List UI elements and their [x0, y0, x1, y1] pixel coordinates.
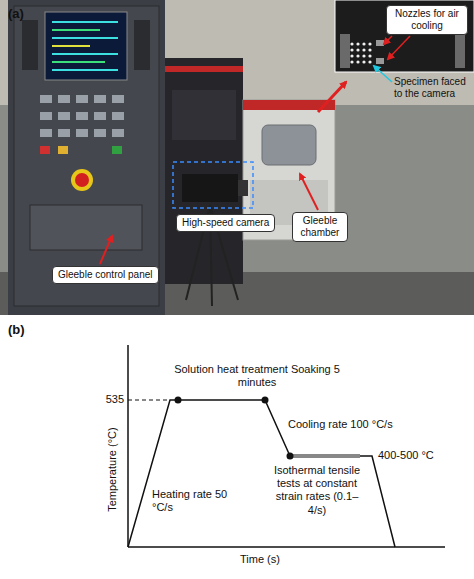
callout-text: Specimen faced to the camera: [394, 76, 472, 100]
callout-box: Gleeble chamber: [292, 212, 348, 242]
panel-label: (b): [8, 322, 48, 338]
callout-text: Nozzles for air cooling: [392, 8, 462, 32]
chart-dots: [175, 397, 294, 460]
lab-photo: [0, 0, 474, 315]
stage-label: 400-500 °C: [378, 449, 458, 462]
axis-title: Temperature (°C): [105, 428, 118, 512]
callout-box: Gleeble control panel: [52, 266, 159, 284]
temperature-time-chart: [128, 345, 445, 547]
stage-label: Solution heat treatment Soaking 5 minute…: [172, 363, 342, 389]
stage-label: Isothermal tensile tests at constant str…: [268, 464, 366, 517]
axis-title: Time (s): [240, 553, 280, 566]
axis-value: 535: [98, 393, 124, 406]
stage-label: Heating rate 50 °C/s: [152, 488, 232, 514]
callout-text: High-speed camera: [182, 217, 269, 229]
callout-text: Gleeble control panel: [58, 269, 153, 281]
leader-arrows: [100, 36, 410, 264]
stage-label: Cooling rate 100 °C/s: [288, 418, 428, 431]
callout-text: Gleeble chamber: [298, 215, 342, 239]
panel-label: (a): [8, 6, 48, 22]
callout-box: High-speed camera: [176, 214, 275, 232]
callout-box: Nozzles for air cooling: [386, 5, 468, 35]
